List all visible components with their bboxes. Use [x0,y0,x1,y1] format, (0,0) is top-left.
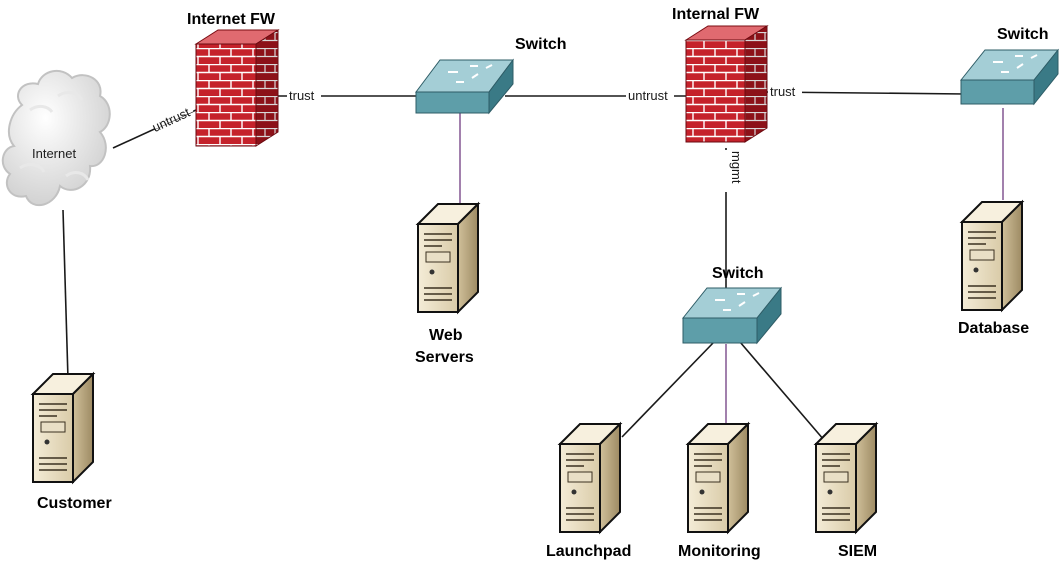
port-label-int-fw-mgmt: mgmt [729,151,744,184]
port-label-int-fw-trust: trust [770,84,796,99]
switch-icon [415,58,514,115]
management-switch-label: Switch [712,265,764,282]
launchpad-node: Launchpad [546,421,631,560]
firewall-icon [684,25,769,143]
launchpad-label: Launchpad [546,543,631,560]
database-switch: Switch [959,26,1060,106]
server-icon [685,421,751,535]
server-icon [415,201,481,315]
web-servers-node: Web Servers [415,201,481,366]
web-servers-label-line2: Servers [415,349,474,366]
server-icon [959,199,1025,313]
switch-icon [959,48,1060,106]
monitoring-label: Monitoring [678,543,761,560]
internet-fw-label: Internet FW [187,11,276,28]
customer-label: Customer [37,495,112,512]
database-node: Database [958,199,1029,337]
server-icon [30,371,96,485]
dmz-switch: Switch [415,36,567,115]
customer-node: Customer [30,371,112,512]
link-mgmt-switch-to-siem [739,341,831,448]
server-icon [557,421,623,535]
monitoring-node: Monitoring [678,421,761,560]
internet-cloud: Internet [1,69,111,207]
internal-fw-label: Internal FW [672,6,760,23]
firewall-icon [194,29,280,147]
port-label-inet-fw-trust: trust [289,88,315,103]
internal-firewall: Internal FW [672,6,769,143]
internet-label: Internet [32,146,76,161]
internet-firewall: Internet FW [187,11,280,147]
port-label-int-fw-untrust: untrust [628,88,668,103]
server-icon [813,421,879,535]
management-switch: Switch [681,265,783,345]
database-switch-label: Switch [997,26,1049,43]
switch-icon [681,286,783,345]
siem-label: SIEM [838,543,877,560]
cloud-icon [1,69,111,207]
dmz-switch-label: Switch [515,36,567,53]
siem-node: SIEM [813,421,879,560]
database-label: Database [958,320,1029,337]
link-mgmt-switch-to-launchpad [621,341,715,438]
web-servers-label-line1: Web [429,327,463,344]
